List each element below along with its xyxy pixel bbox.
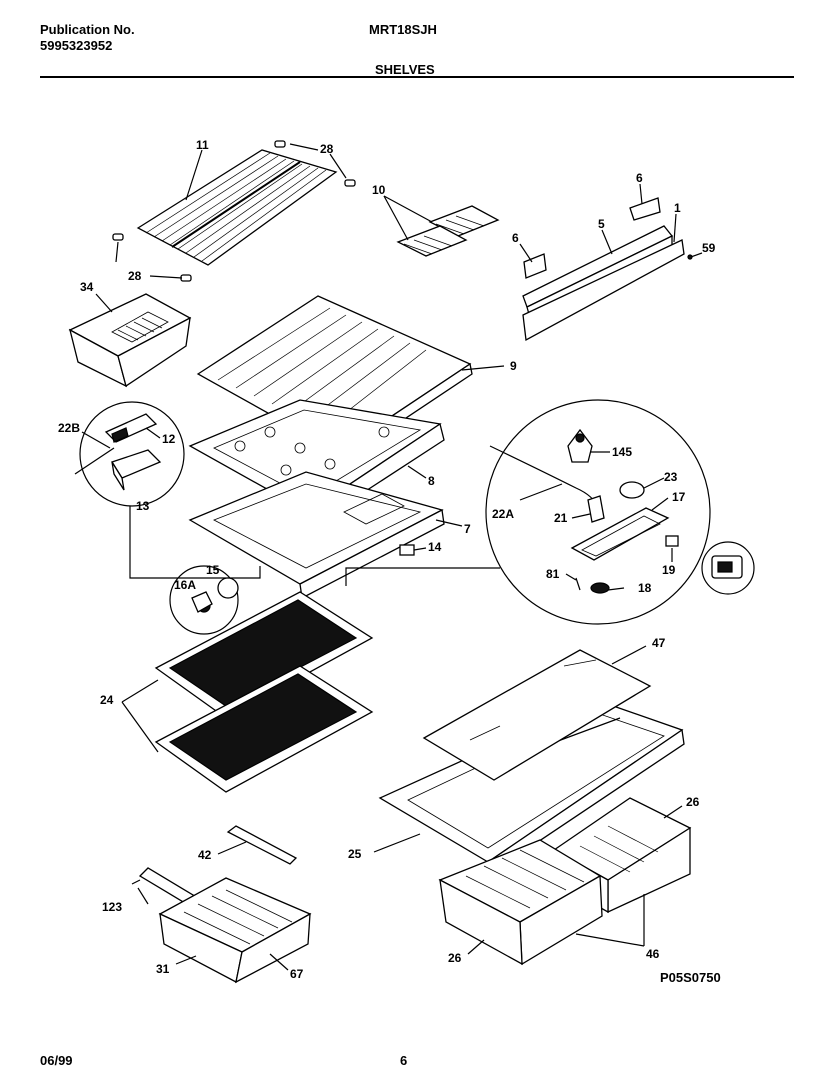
callout-13: 13 <box>136 499 150 513</box>
wire-shelf-part-11 <box>136 149 338 266</box>
callout-67: 67 <box>290 967 304 981</box>
callout-24: 24 <box>100 693 114 707</box>
crisper-pan-part-34 <box>68 293 192 388</box>
callout-26-right: 26 <box>686 795 700 809</box>
callout-11: 11 <box>196 138 209 152</box>
light-switch-detail <box>701 541 755 595</box>
slide-part-14 <box>399 544 415 556</box>
callout-5: 5 <box>598 217 605 231</box>
callout-16a: 16A <box>174 578 196 592</box>
callout-19: 19 <box>662 563 676 577</box>
callout-15: 15 <box>206 563 220 577</box>
callout-26-left: 26 <box>448 951 462 965</box>
rail-support-part-1 <box>522 239 685 342</box>
callout-labels: 11 28 28 10 6 6 5 1 59 34 9 22B 12 13 8 … <box>58 138 716 981</box>
crisper-drawer-part-26-left <box>438 839 603 966</box>
callout-9: 9 <box>510 359 517 373</box>
callout-7: 7 <box>464 522 471 536</box>
callout-22a: 22A <box>492 507 514 521</box>
leader-lines <box>81 143 683 971</box>
callout-28-bottom: 28 <box>128 269 142 283</box>
publication-number: 5995323952 <box>40 38 113 53</box>
screw-part-59 <box>687 252 703 260</box>
shelf-tray-part-7 <box>188 471 445 600</box>
shelf-clip-part-28 <box>112 140 356 282</box>
detail-circle-light-assembly <box>345 399 711 625</box>
header-rule <box>40 76 794 78</box>
drawing-number: P05S0750 <box>660 970 721 985</box>
deli-drawer-part-31 <box>158 877 312 984</box>
footer-date: 06/99 <box>40 1053 73 1068</box>
rail-end-cap-part-6 <box>523 197 661 279</box>
callout-145: 145 <box>612 445 632 459</box>
callout-22b: 22B <box>58 421 80 435</box>
callout-47: 47 <box>652 636 666 650</box>
shelf-bracket-part-10 <box>396 205 500 257</box>
callout-123: 123 <box>102 900 122 914</box>
detail-circle-15-16a <box>169 565 239 635</box>
callout-18: 18 <box>638 581 652 595</box>
callout-17: 17 <box>672 490 686 504</box>
drawer-rail-part-42 <box>226 825 298 865</box>
callout-34: 34 <box>80 280 94 294</box>
glass-cover-part-47 <box>422 649 652 781</box>
footer-page-number: 6 <box>400 1053 408 1068</box>
callout-25: 25 <box>348 847 362 861</box>
callout-1: 1 <box>674 201 681 215</box>
callout-6-top: 6 <box>636 171 643 185</box>
callout-31: 31 <box>156 962 170 976</box>
callout-28-top: 28 <box>320 142 334 156</box>
callout-14: 14 <box>428 540 442 554</box>
publication-label: Publication No. <box>40 22 135 37</box>
callout-81: 81 <box>546 567 560 581</box>
exploded-parts-diagram: 11 28 28 10 6 6 5 1 59 34 9 22B 12 13 8 … <box>58 138 755 984</box>
glass-shelf-part-24 <box>154 591 374 793</box>
callout-23: 23 <box>664 470 678 484</box>
callout-59: 59 <box>702 241 716 255</box>
callout-6-left: 6 <box>512 231 519 245</box>
callout-8: 8 <box>428 474 435 488</box>
crisper-cover-frame-part-25 <box>378 699 685 876</box>
callout-46: 46 <box>646 947 660 961</box>
section-title: SHELVES <box>375 62 435 77</box>
callout-12: 12 <box>162 432 176 446</box>
detail-circle-22b-12-13 <box>74 401 261 579</box>
model-number: MRT18SJH <box>369 22 437 37</box>
callout-21: 21 <box>554 511 568 525</box>
callout-10: 10 <box>372 183 386 197</box>
callout-42: 42 <box>198 848 212 862</box>
